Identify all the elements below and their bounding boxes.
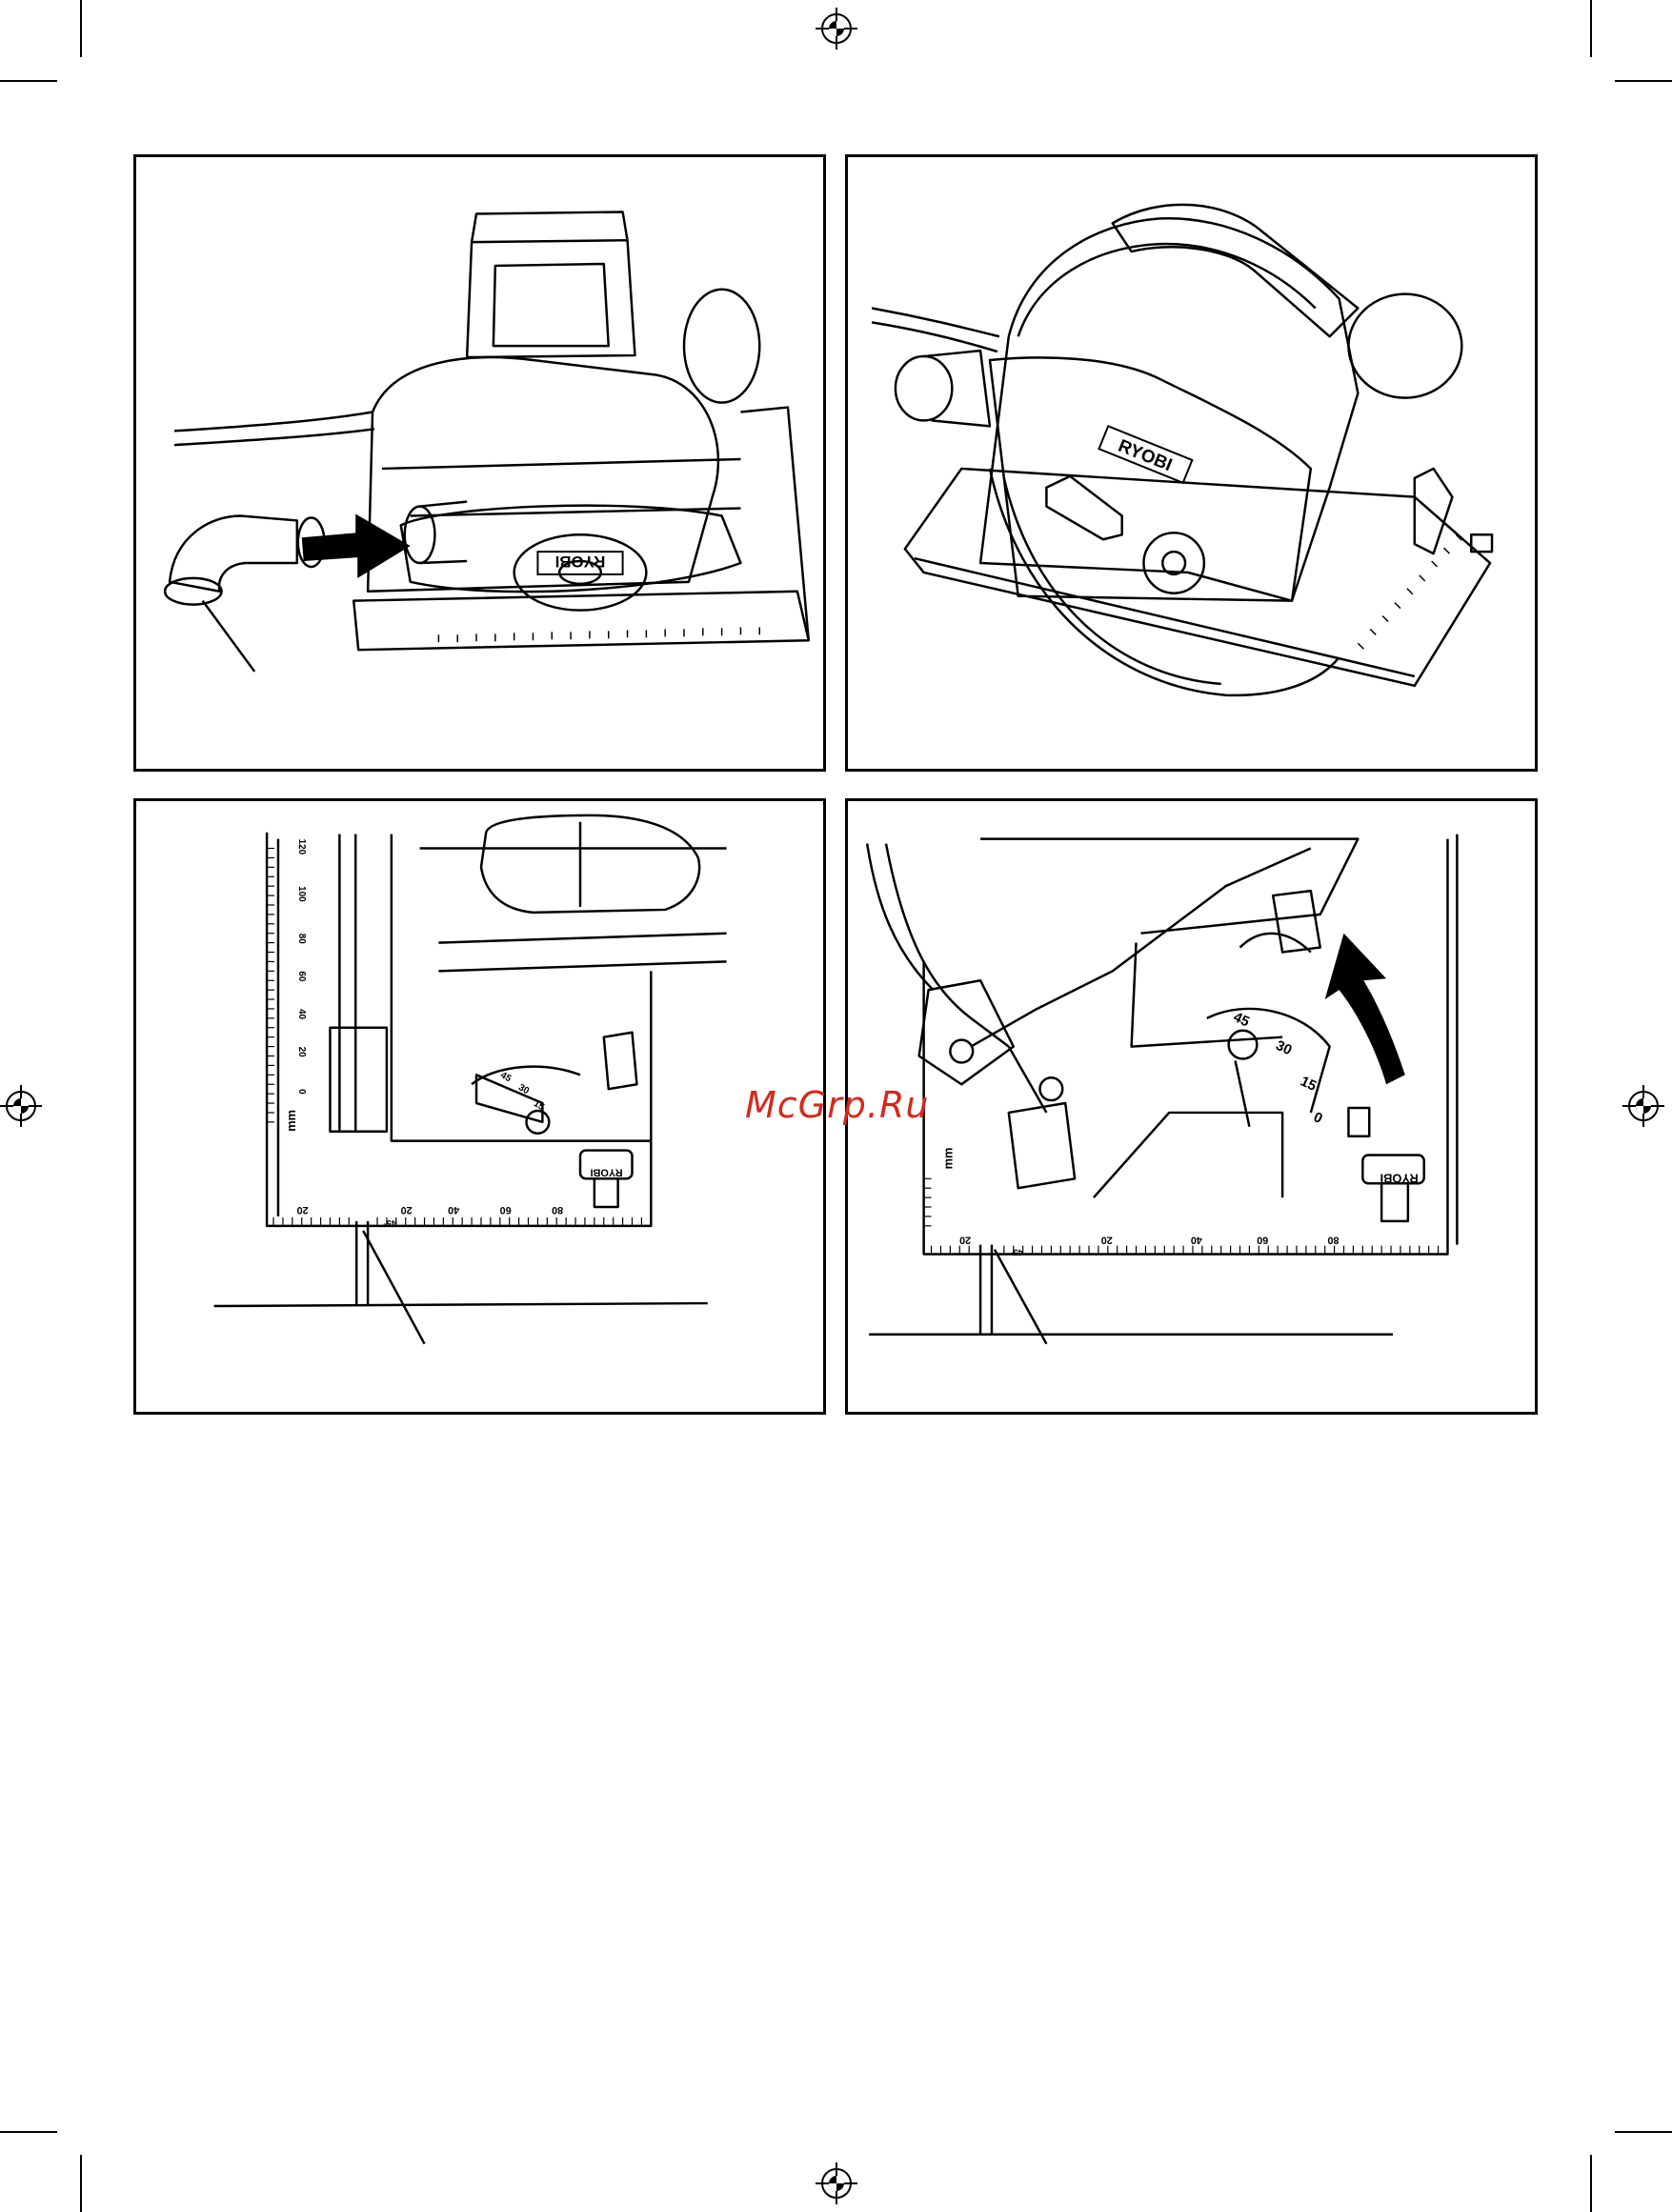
ruler-number: 20: [959, 1235, 971, 1246]
bevel-scale-mark: 0: [1311, 1110, 1324, 1127]
bevel-scale-mark: 45: [498, 1070, 513, 1084]
brand-label-mirrored: RYOBI: [591, 1166, 623, 1177]
ruler-number: 40: [448, 1204, 459, 1216]
side-ruler-number: 100: [296, 886, 307, 902]
unit-label: mm: [940, 1148, 955, 1170]
saw-top-illustration: RYOBI: [136, 157, 823, 769]
saw-side-illustration: RYOBI: [848, 157, 1535, 769]
brand-label-mirrored: RYOBI: [1380, 1171, 1419, 1185]
notch-label: 45°: [1010, 1248, 1023, 1257]
bevel-scale-mark: 15: [1298, 1074, 1319, 1094]
side-ruler-number: 40: [296, 1009, 307, 1020]
curved-arrow-icon: [1325, 934, 1405, 1085]
side-ruler-number: 120: [296, 839, 307, 855]
crop-mark: [1615, 2131, 1672, 2133]
figure-base-bevel: 20 20 40 60 80 45° mm 45 30 15 0 RYOBI: [845, 798, 1538, 1415]
ruler-number: 80: [552, 1204, 563, 1216]
figure-base-0-degree: 20 20 40 60 80 45° mm 120 100 80 60 40 2…: [133, 798, 826, 1415]
side-ruler-number: 60: [296, 971, 307, 982]
base-plate-bevel-illustration: 20 20 40 60 80 45° mm 45 30 15 0 RYOBI: [848, 801, 1535, 1412]
side-ruler-number: 80: [296, 934, 307, 945]
registration-mark-icon: [0, 1085, 42, 1127]
registration-mark-icon: [1622, 1085, 1664, 1127]
base-plate-0-illustration: 20 20 40 60 80 45° mm 120 100 80 60 40 2…: [136, 801, 823, 1412]
registration-mark-icon: [816, 2162, 857, 2204]
registration-mark-icon: [816, 8, 857, 50]
watermark: McGrp.Ru: [745, 1084, 929, 1126]
ruler-number: 40: [1191, 1235, 1202, 1246]
crop-mark: [0, 80, 57, 82]
crop-mark: [1590, 0, 1592, 57]
ruler-number: 20: [401, 1204, 413, 1216]
arrow-icon: [302, 514, 411, 578]
crop-mark: [80, 2155, 82, 2212]
bevel-scale-mark: 45: [1231, 1010, 1252, 1030]
crop-mark: [1590, 2155, 1592, 2212]
ruler-number: 60: [1257, 1235, 1268, 1246]
bevel-scale-mark: 30: [516, 1082, 531, 1096]
ruler-number: 20: [1101, 1235, 1113, 1246]
ruler-number: 80: [1327, 1235, 1339, 1246]
ruler-number: 60: [500, 1204, 512, 1216]
figure-dust-adapter: RYOBI: [133, 154, 826, 772]
figure-saw-overview: RYOBI: [845, 154, 1538, 772]
crop-mark: [0, 2131, 57, 2133]
side-ruler-number: 20: [296, 1047, 307, 1058]
notch-label: 45°: [383, 1218, 396, 1228]
crop-mark: [80, 0, 82, 57]
crop-mark: [1615, 80, 1672, 82]
side-ruler-number: 0: [296, 1089, 307, 1095]
unit-label: mm: [284, 1110, 298, 1132]
brand-label: RYOBI: [555, 553, 606, 571]
ruler-number: 20: [297, 1204, 309, 1216]
bevel-scale-mark: 30: [1273, 1038, 1294, 1058]
